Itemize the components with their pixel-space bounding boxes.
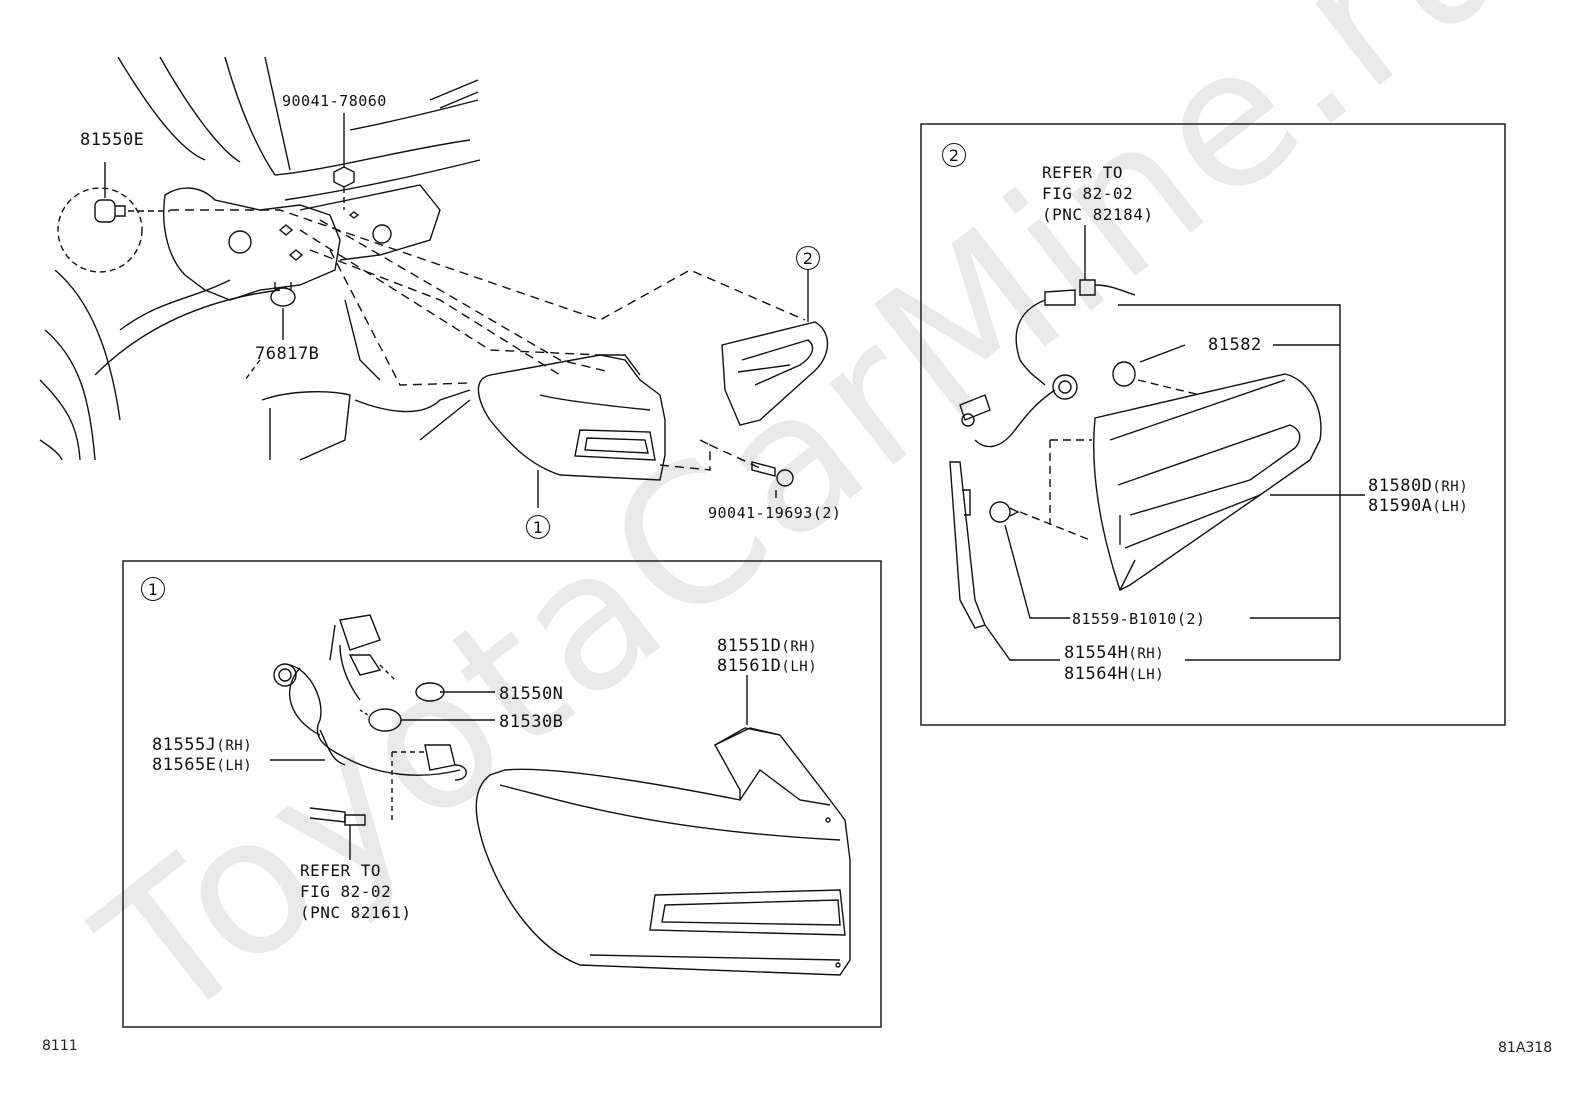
rh-tag: (RH) (781, 639, 818, 655)
callout-1-marker: 1 (526, 515, 550, 539)
refer-line-1: REFER TO (300, 861, 382, 880)
rh-tag: (RH) (216, 738, 253, 754)
refer-note-82184: REFER TO FIG 82-02 (PNC 82184) (1042, 162, 1153, 225)
socket-wiring-inner (959, 225, 1136, 448)
label-81551d: 81551D (717, 636, 782, 656)
label-81561d-row: 81561D(LH) (717, 656, 817, 677)
lamp-bracket (163, 184, 441, 301)
label-90041-78060: 90041-78060 (282, 92, 387, 110)
refer-note-82161: REFER TO FIG 82-02 (PNC 82161) (300, 860, 411, 923)
gasket-81554h (949, 461, 1060, 661)
figure-code: 81A318 (1498, 1040, 1553, 1056)
detail-box-1 (122, 560, 882, 1028)
box-2-callout: 2 (942, 143, 966, 167)
label-81564h-row: 81564H(LH) (1064, 664, 1164, 685)
clip-81550e-icon (57, 162, 170, 273)
label-81561d: 81561D (717, 656, 782, 676)
label-81590a: 81590A (1368, 496, 1433, 516)
vehicle-body-outline (39, 56, 481, 461)
label-81565e: 81565E (152, 755, 217, 775)
lh-tag: (LH) (1128, 667, 1165, 683)
lh-tag: (LH) (1432, 499, 1469, 515)
rh-tag: (RH) (1432, 479, 1469, 495)
refer-line-3: (PNC 82184) (1042, 205, 1154, 224)
refer-line-3: (PNC 82161) (300, 903, 412, 922)
refer-line-1: REFER TO (1042, 163, 1124, 182)
label-90041-19693: 90041-19693(2) (708, 504, 842, 522)
label-81559-b1010: 81559-B1010(2) (1072, 610, 1206, 628)
label-81550n: 81550N (499, 684, 564, 704)
grommet-81582-icon (1112, 344, 1201, 396)
bulb-81550n-icon (379, 664, 495, 702)
rh-tag: (RH) (1128, 646, 1165, 662)
bulb-81530b-icon (359, 708, 495, 732)
label-81582: 81582 (1208, 335, 1262, 355)
label-81565e-row: 81565E(LH) (152, 755, 252, 776)
nut-90041-78060-icon (333, 113, 355, 210)
box-1-callout: 1 (141, 577, 165, 601)
box2-leaders (1118, 304, 1365, 661)
label-81580d: 81580D (1368, 476, 1433, 496)
callout-2-marker: 2 (796, 246, 820, 270)
tail-lamp-inner-small (721, 270, 829, 426)
tail-lamp-outer-small (477, 354, 666, 508)
lh-tag: (LH) (216, 758, 253, 774)
detail-box-2 (920, 123, 1506, 726)
assembly-guides (170, 209, 806, 471)
label-81564h: 81564H (1064, 664, 1129, 684)
bulb-81559-icon (989, 501, 1070, 619)
label-81554h: 81554H (1064, 643, 1129, 663)
label-76817b: 76817B (255, 344, 320, 364)
lamp-inner-large (1093, 373, 1322, 591)
grommet-76817b-icon (244, 282, 296, 381)
label-81530b: 81530B (499, 712, 564, 732)
label-81590a-row: 81590A(LH) (1368, 496, 1468, 517)
lh-tag: (LH) (781, 659, 818, 675)
diagram-code: 8111 (42, 1038, 78, 1054)
socket-wiring-81555j (270, 614, 467, 860)
label-81555j-row: 81555J(RH) (152, 735, 252, 756)
label-81550e: 81550E (80, 130, 145, 150)
label-81580d-row: 81580D(RH) (1368, 476, 1468, 497)
label-81555j: 81555J (152, 735, 217, 755)
refer-line-2: FIG 82-02 (1042, 184, 1134, 203)
label-81554h-row: 81554H(RH) (1064, 643, 1164, 664)
bolt-90041-19693-icon (751, 461, 794, 498)
refer-line-2: FIG 82-02 (300, 882, 392, 901)
label-81551d-row: 81551D(RH) (717, 636, 817, 657)
tail-lamp-large (475, 675, 851, 976)
box2-guides (1019, 439, 1092, 541)
